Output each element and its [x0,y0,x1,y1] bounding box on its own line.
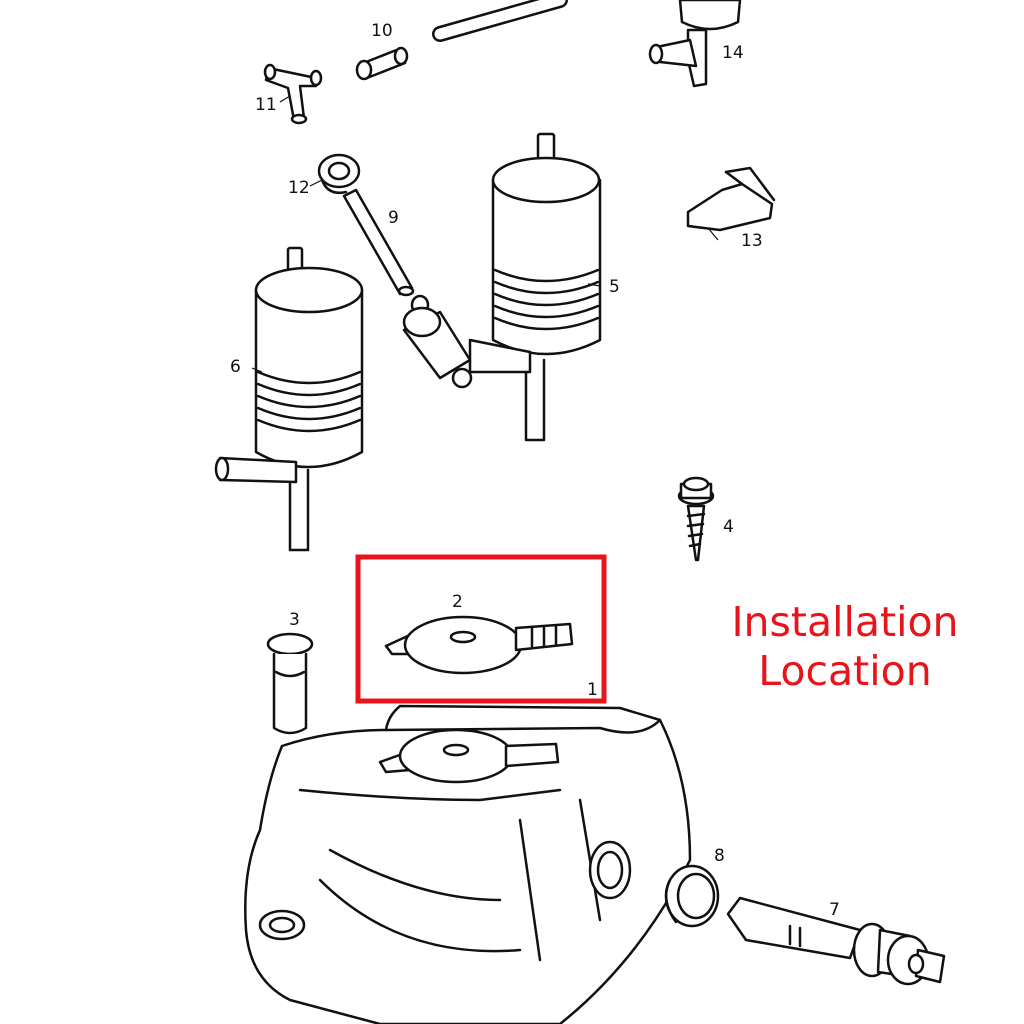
label-part-4: 4 [723,517,734,537]
screw-part-4 [677,476,715,562]
label-part-13: 13 [741,231,763,251]
label-part-6: 6 [230,357,241,377]
filler-neck-part-3 [266,632,314,735]
clip-bracket-part-13 [686,166,776,232]
non-return-valve [402,294,473,389]
grommet-part-8 [664,864,720,928]
leader-lines [251,95,719,373]
tube-part-9 [342,188,415,297]
level-sensor-cover-part-2 [384,615,574,675]
hose-long-top [432,0,568,42]
t-connector-part-11 [263,63,323,125]
installation-location-callout: Installation Location [700,598,990,696]
washer-pump-part-5 [468,132,602,442]
label-part-5: 5 [609,277,620,297]
label-part-14: 14 [722,43,744,63]
label-part-12: 12 [288,178,310,198]
installation-highlight-box [355,554,607,704]
label-part-7: 7 [829,900,840,920]
label-part-10: 10 [371,21,393,41]
label-part-2: 2 [452,592,463,612]
washer-reservoir-part-1 [244,704,692,1024]
callout-line-1: Installation [731,598,959,646]
label-part-11: 11 [255,95,277,115]
label-part-9: 9 [388,208,399,228]
grommet-part-12 [317,153,361,194]
level-sensor-part-7 [726,896,946,986]
short-tube-part-10 [355,46,409,81]
label-part-8: 8 [714,846,725,866]
label-part-3: 3 [289,610,300,630]
valve-connector-part-14 [648,0,742,88]
label-part-1: 1 [587,680,598,700]
washer-pump-part-6 [214,246,364,552]
callout-line-2: Location [758,647,932,695]
